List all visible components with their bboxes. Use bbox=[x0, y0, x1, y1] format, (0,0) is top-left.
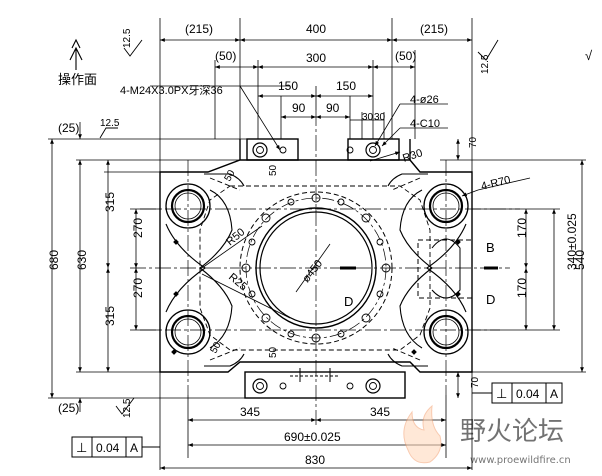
tie-bar-tr bbox=[423, 183, 469, 229]
tolerance-frame-left: ⊥ 0.04 A bbox=[71, 436, 160, 458]
roughness-top: 12.5 bbox=[122, 28, 133, 48]
tolerance-value: 0.04 bbox=[516, 387, 540, 401]
tolerance-datum: A bbox=[550, 387, 558, 401]
center-lines bbox=[130, 110, 520, 425]
dim-right-540: 540 bbox=[573, 250, 587, 270]
bottom-ear-holes bbox=[252, 368, 381, 394]
dim-left-680: 680 bbox=[47, 250, 61, 270]
r30-note: R30 bbox=[401, 147, 424, 165]
section-d-right-label: D bbox=[486, 292, 495, 307]
tie-bar-bl bbox=[165, 309, 211, 355]
tolerance-frame-right: ⊥ 0.04 A bbox=[472, 382, 563, 404]
tolerance-symbol: ⊥ bbox=[496, 386, 507, 401]
dim-top-150-left: 150 bbox=[278, 79, 298, 93]
hidden-contours bbox=[199, 177, 431, 361]
operation-side-label: 操作面 bbox=[58, 72, 97, 87]
dim-top-30a: 30 bbox=[362, 112, 374, 123]
dim-left-25-top: (25) bbox=[58, 121, 79, 135]
roughness-bottom: 12.5 bbox=[122, 398, 133, 418]
dim-bottom-345-left: 345 bbox=[240, 405, 260, 419]
r25-note: R25 bbox=[226, 271, 249, 293]
hole-note: 4-ø26 bbox=[410, 94, 439, 106]
dim-left-25-bottom: (25) bbox=[58, 401, 79, 415]
tolerance-value: 0.04 bbox=[96, 441, 120, 455]
tie-bar-br bbox=[423, 309, 469, 355]
roughness-mark: √ bbox=[585, 48, 593, 63]
r50-note: R50 bbox=[224, 226, 247, 248]
dim-slot-50-bl: 50 bbox=[209, 340, 224, 356]
tie-bar-tl bbox=[165, 183, 211, 229]
dim-slot-50-tl: 50 bbox=[223, 168, 238, 184]
dim-bottom-345-right: 345 bbox=[370, 405, 390, 419]
roughness-symbols bbox=[99, 39, 499, 415]
dim-bottom-690: 690±0.025 bbox=[284, 430, 341, 444]
thread-note: 4-M24X3.0PX牙深36 bbox=[120, 84, 223, 97]
dim-top-300: 300 bbox=[306, 51, 326, 65]
dim-top-90-left: 90 bbox=[292, 101, 306, 115]
section-b-label: B bbox=[486, 240, 495, 255]
roughness-right: 12.5 bbox=[480, 54, 491, 74]
dim-bottom-830: 830 bbox=[305, 453, 325, 467]
section-d-center-label: D bbox=[344, 294, 353, 309]
right-u-slot bbox=[417, 238, 473, 299]
dim-top-30b: 30 bbox=[374, 112, 386, 123]
dim-top-400: 400 bbox=[306, 22, 326, 36]
tie-bar-bosses bbox=[165, 183, 469, 355]
dim-top-50-right: (50) bbox=[395, 49, 416, 63]
dim-top-215-right: (215) bbox=[420, 22, 448, 36]
dim-right-70-top: 70 bbox=[468, 136, 479, 148]
top-ear-holes bbox=[252, 142, 381, 158]
dim-right-70-bottom: 70 bbox=[470, 376, 481, 388]
dim-top-50-left: (50) bbox=[215, 49, 236, 63]
tolerance-datum: A bbox=[130, 441, 138, 455]
dim-right-170-top: 170 bbox=[515, 218, 529, 238]
web-contours bbox=[165, 173, 467, 367]
central-bore bbox=[239, 191, 393, 345]
dim-right-340: 340±0.025 bbox=[565, 213, 579, 270]
dowel-marks bbox=[171, 239, 461, 355]
dim-left-315-bottom: 315 bbox=[103, 306, 117, 326]
r70-note: 4-R70 bbox=[480, 174, 512, 193]
dim-slot-50-bottom: 50 bbox=[268, 346, 279, 358]
watermark-text: 野火论坛 bbox=[460, 417, 564, 447]
bolt-circle-holes bbox=[241, 193, 391, 343]
roughness-left: 12.5 bbox=[100, 118, 120, 129]
dim-left-315-top: 315 bbox=[103, 192, 117, 212]
dim-top-215-left: (215) bbox=[185, 22, 213, 36]
flame-icon bbox=[403, 404, 442, 464]
dim-top-150-right: 150 bbox=[336, 79, 356, 93]
operation-side-arrow bbox=[69, 38, 83, 70]
watermark: 野火论坛 www.proewildfire.cn bbox=[403, 404, 571, 466]
bore-note: ø450 bbox=[300, 258, 325, 285]
dim-right-170-bottom: 170 bbox=[515, 278, 529, 298]
dim-top-90-right: 90 bbox=[326, 101, 340, 115]
watermark-url: www.proewildfire.cn bbox=[470, 455, 571, 466]
dim-left-270-top: 270 bbox=[131, 218, 145, 238]
chamfer-note: 4-C10 bbox=[410, 118, 440, 130]
tolerance-symbol: ⊥ bbox=[76, 440, 87, 455]
dim-slot-50-top: 50 bbox=[268, 164, 279, 176]
dim-left-270-bottom: 270 bbox=[131, 278, 145, 298]
dim-left-630: 630 bbox=[75, 250, 89, 270]
